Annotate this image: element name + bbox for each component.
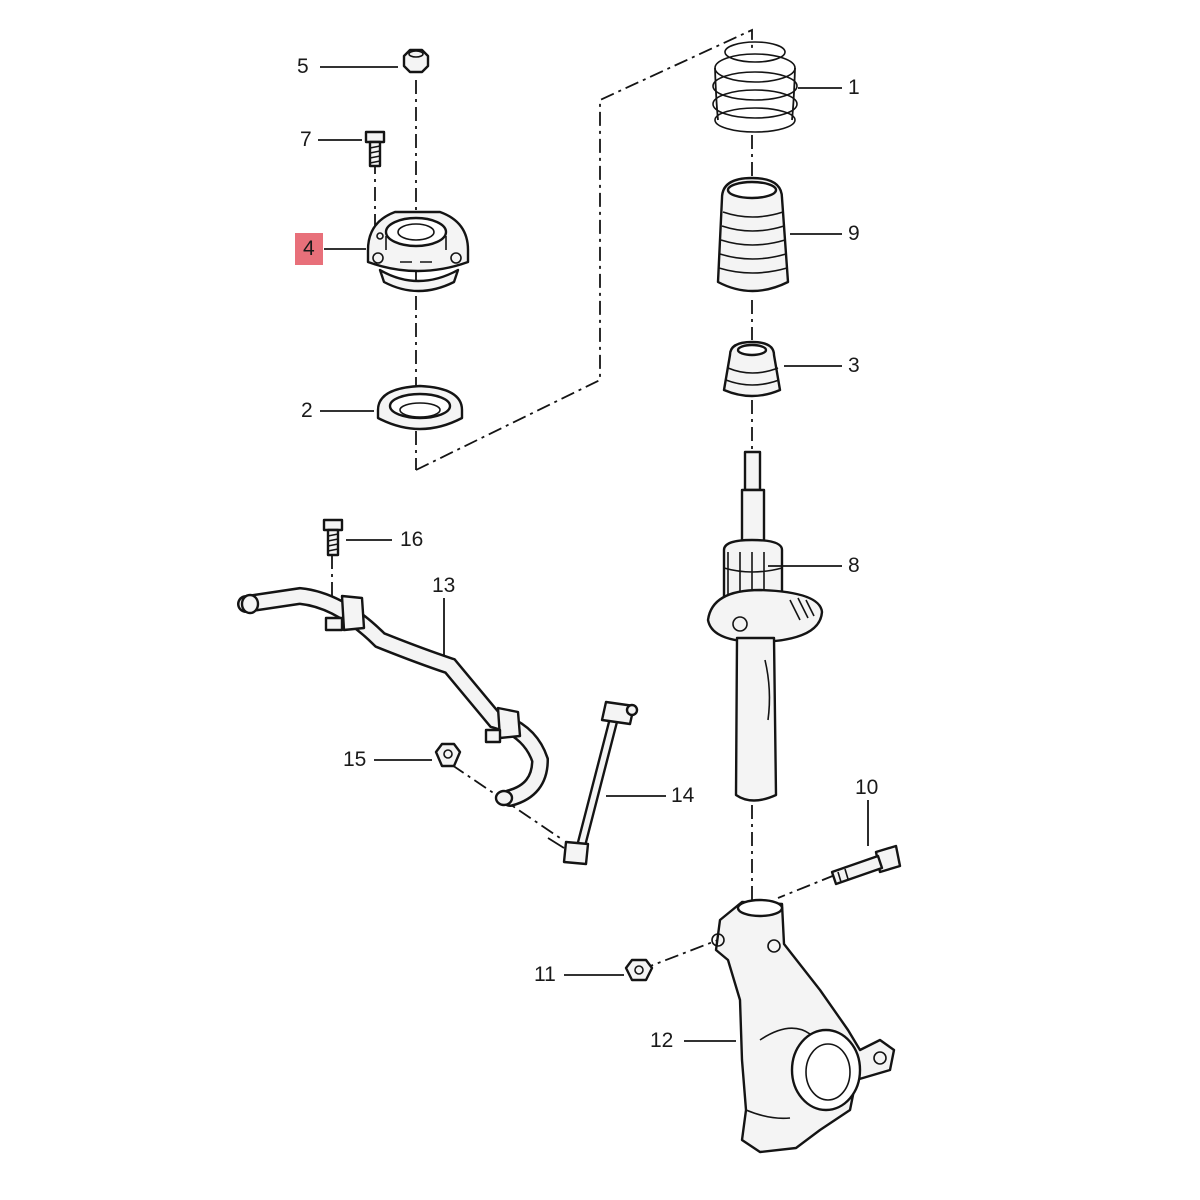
- callout-15: 15: [343, 748, 367, 771]
- callout-leaders: [318, 66, 869, 1042]
- part-13-stabilizer-bar: [237, 586, 550, 807]
- part-2-bearing: [376, 384, 464, 431]
- callout-10: 10: [855, 776, 879, 799]
- callout-8: 8: [848, 554, 860, 577]
- callout-7: 7: [300, 128, 312, 151]
- part-1-coil-spring: [712, 41, 798, 133]
- callout-4-highlighted: 4: [295, 233, 323, 265]
- callout-1: 1: [848, 76, 860, 99]
- callout-12: 12: [650, 1029, 674, 1052]
- callout-16: 16: [400, 528, 424, 551]
- callout-13: 13: [432, 574, 456, 597]
- callout-11: 11: [534, 963, 556, 986]
- callout-3: 3: [848, 354, 860, 377]
- part-14-stabilizer-link: [547, 700, 639, 866]
- part-12-steering-knuckle: [711, 898, 896, 1154]
- part-7-bolt: [364, 130, 386, 168]
- part-10-pinch-bolt: [830, 844, 902, 886]
- callout-2: 2: [301, 399, 313, 422]
- callout-9: 9: [848, 222, 860, 245]
- part-5-nut: [402, 48, 430, 74]
- callout-5: 5: [297, 55, 309, 78]
- part-15-nut: [434, 742, 462, 768]
- part-16-bolt: [322, 518, 344, 557]
- part-3-bump-stop: [722, 340, 782, 398]
- part-4-strut-mount: [366, 210, 470, 293]
- callout-14: 14: [671, 784, 695, 807]
- part-11-nut: [624, 958, 654, 982]
- part-8-shock-absorber: [706, 450, 824, 802]
- part-9-dust-boot: [716, 176, 790, 293]
